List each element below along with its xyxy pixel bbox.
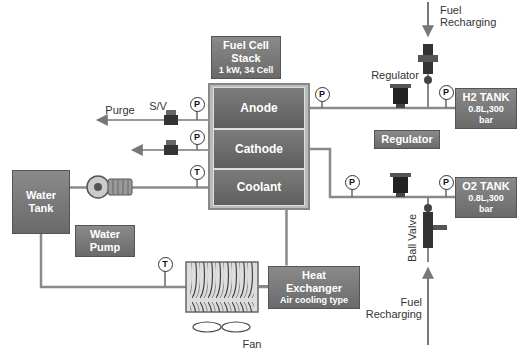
node-detail: 0.8L,300 bar <box>460 104 512 126</box>
node-title: Fuel Cell Stack <box>216 39 276 65</box>
node-title: Water Pump <box>80 228 130 254</box>
tank-box: H2 TANK0.8L,300 bar <box>455 88 517 129</box>
stack-title-box: Fuel Cell Stack1 kW, 34 Cell <box>211 36 281 79</box>
stack-section: Anode <box>213 87 305 129</box>
stack-section: Cathode <box>213 129 305 169</box>
pipe-connector <box>305 149 455 197</box>
component-label: Regulator <box>371 69 419 81</box>
pressure-gauge: P <box>439 175 454 190</box>
node-title: Anode <box>240 102 277 115</box>
node-title: P <box>443 87 449 97</box>
node-title: P <box>349 177 355 187</box>
pipe-connector <box>305 107 455 110</box>
node-detail: Air cooling type <box>280 295 348 306</box>
node-title: Regulator <box>381 133 432 146</box>
pipe-connector <box>285 206 288 266</box>
tank-box: Water Tank <box>12 170 70 234</box>
pressure-gauge: P <box>439 85 454 100</box>
node-title: T <box>194 167 200 177</box>
label-box: Regulator <box>374 130 440 149</box>
node-title: O2 TANK <box>462 180 509 193</box>
fan-label: Fan <box>243 338 262 350</box>
pressure-gauge: P <box>315 87 330 102</box>
stack-section: Coolant <box>213 169 305 206</box>
temperature-gauge: T <box>158 257 173 272</box>
node-title: P <box>319 89 325 99</box>
node-title: Coolant <box>237 181 282 194</box>
component-label: Ball Valve <box>406 214 418 262</box>
node-detail: 0.8L,300 bar <box>460 193 512 215</box>
recharge-label: Fuel Recharging <box>362 296 422 320</box>
node-title: Water Tank <box>17 189 65 215</box>
node-title: P <box>194 99 200 109</box>
temperature-gauge: T <box>190 165 205 180</box>
node-title: T <box>162 259 168 269</box>
pressure-gauge: P <box>345 175 360 190</box>
purge-label: Purge <box>105 104 134 116</box>
node-title: P <box>443 177 449 187</box>
pressure-gauge: P <box>190 130 205 145</box>
pressure-gauge: P <box>190 97 205 112</box>
node-title: P <box>194 132 200 142</box>
valve-label: S/V <box>149 100 167 112</box>
heat-exchanger-box: Heat ExchangerAir cooling type <box>268 266 360 309</box>
tank-box: O2 TANK0.8L,300 bar <box>455 177 517 218</box>
node-title: Heat Exchanger <box>273 269 355 295</box>
node-title: Cathode <box>235 143 283 156</box>
recharge-label: Fuel Recharging <box>440 4 502 28</box>
node-title: H2 TANK <box>463 91 510 104</box>
label-box: Water Pump <box>75 225 135 257</box>
node-detail: 1 kW, 34 Cell <box>219 65 274 76</box>
